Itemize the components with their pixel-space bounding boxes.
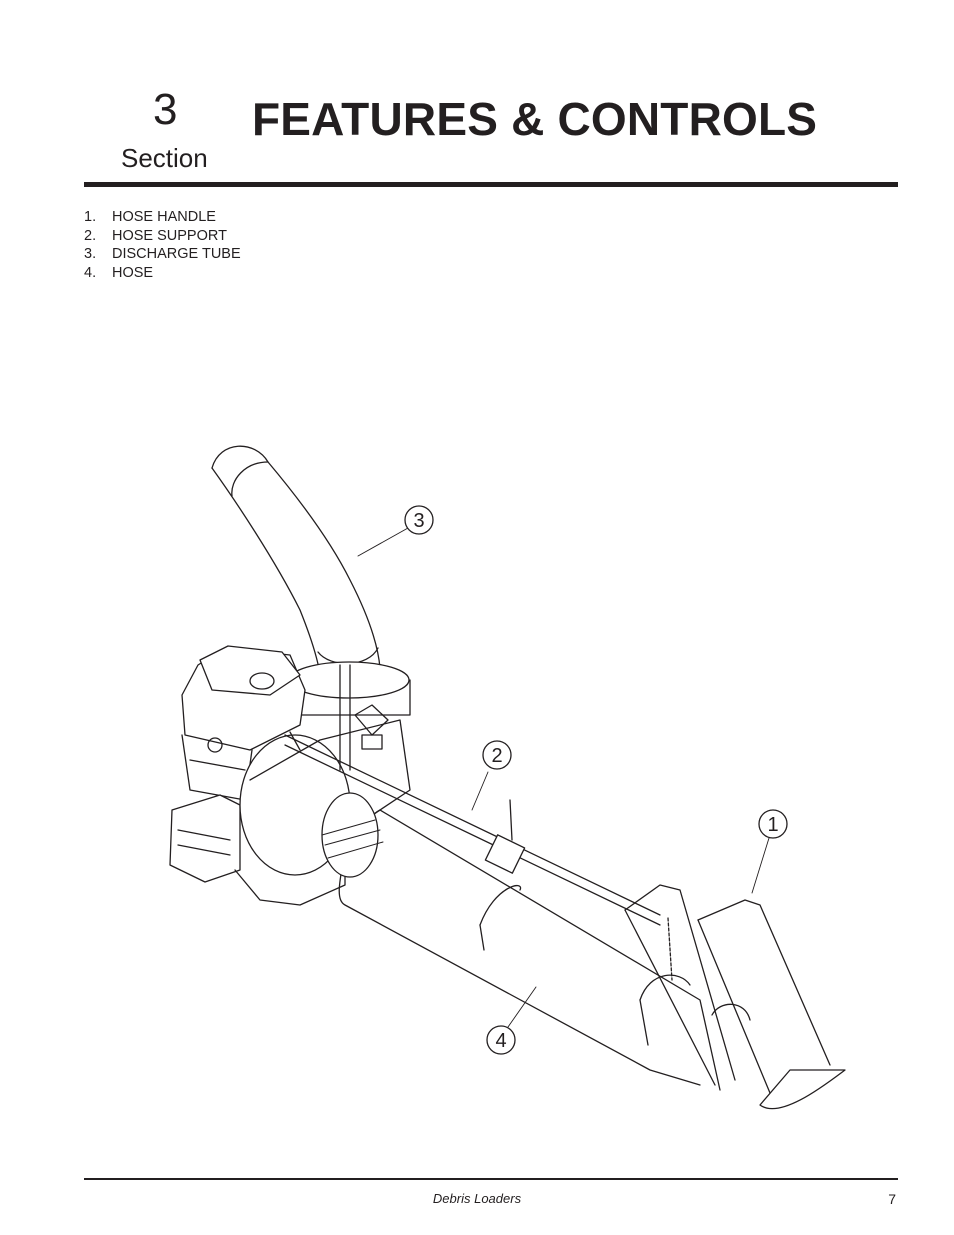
list-item: 1. HOSE HANDLE (84, 208, 241, 227)
list-item-number: 4. (84, 264, 97, 281)
hose-handle (624, 884, 846, 1110)
callout-2: 2 (482, 740, 512, 770)
parts-list: 1. HOSE HANDLE 2. HOSE SUPPORT 3. DISCHARGE… (84, 208, 241, 282)
callout-3-label: 3 (413, 510, 424, 532)
footer-rule (84, 1178, 898, 1180)
hose-support (284, 664, 661, 926)
hose (321, 792, 751, 1091)
list-item-number: 3. (84, 246, 97, 263)
section-number: 3 (153, 85, 178, 134)
list-item-number: 2. (84, 227, 97, 244)
list-item-label: HOSE SUPPORT (112, 227, 227, 244)
engine (169, 645, 306, 883)
footer-doc-title: Debris Loaders (432, 1191, 522, 1206)
list-item: 4. HOSE (84, 264, 241, 283)
callout-1: 1 (758, 809, 788, 839)
header-rule (84, 182, 898, 187)
callout-1-label: 1 (767, 814, 778, 836)
callout-2-label: 2 (491, 745, 502, 767)
page-number: 7 (888, 1191, 896, 1207)
callouts: 3 2 1 4 (404, 505, 788, 1055)
page-title: FEATURES & CONTROLS (252, 93, 818, 145)
list-item-number: 1. (84, 209, 97, 225)
section-label: Section (121, 143, 208, 173)
list-item-label: HOSE (112, 264, 154, 281)
list-item-label: HOSE HANDLE (112, 209, 216, 225)
callout-4: 4 (486, 1025, 516, 1055)
debris-loader-illustration: 3 2 1 4 (169, 445, 846, 1110)
list-item: 3. DISCHARGE TUBE (84, 245, 241, 264)
list-item-label: DISCHARGE TUBE (112, 246, 241, 263)
callout-4-label: 4 (495, 1030, 506, 1052)
leader-lines (357, 527, 770, 1028)
list-item: 2. HOSE SUPPORT (84, 227, 241, 246)
callout-3: 3 (404, 505, 434, 535)
